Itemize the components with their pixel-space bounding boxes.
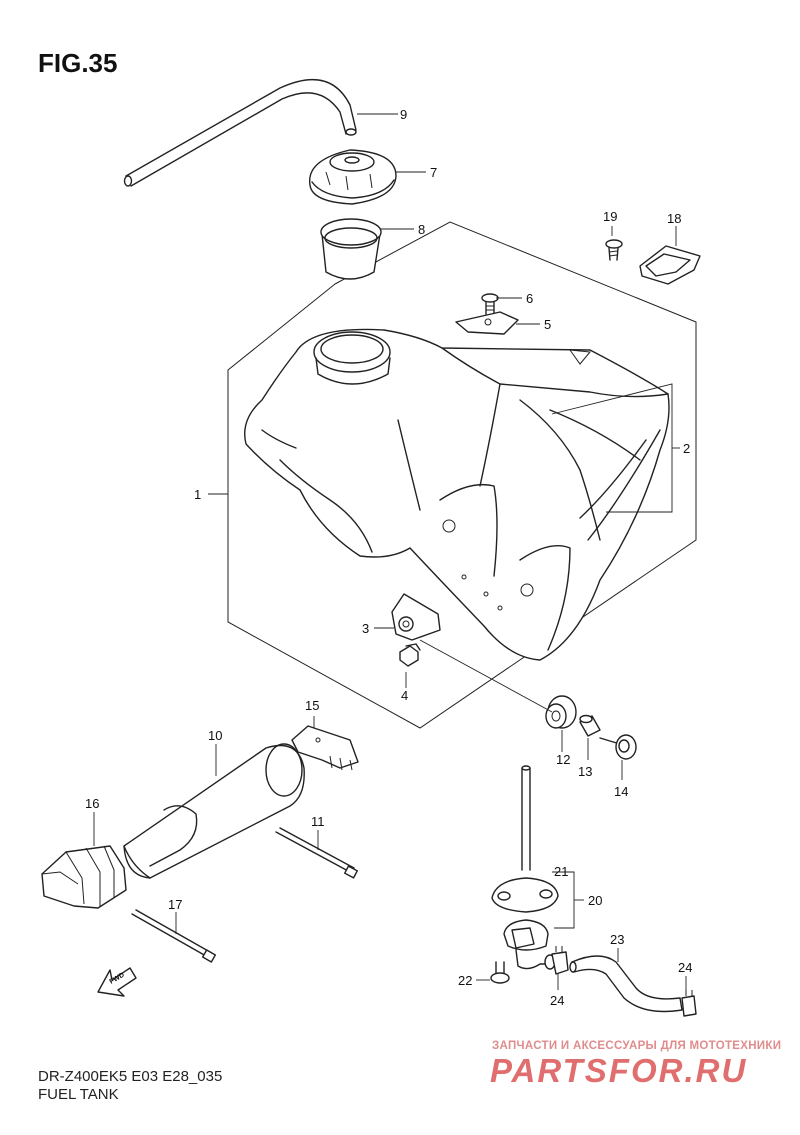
callout-24-left: 24 xyxy=(550,993,564,1008)
callout-23: 23 xyxy=(610,932,624,947)
part-8-filler-ring xyxy=(320,218,382,280)
callout-19: 19 xyxy=(603,209,617,224)
callout-11: 11 xyxy=(311,814,325,829)
part-24-hose-clamp-b xyxy=(681,990,697,1017)
part-17-cable-tie xyxy=(131,909,217,963)
callout-8: 8 xyxy=(418,222,425,237)
callout-10: 10 xyxy=(208,728,222,743)
part-1-fuel-tank xyxy=(244,328,670,661)
callout-4: 4 xyxy=(401,688,408,703)
callout-22: 22 xyxy=(458,973,472,988)
watermark-logo: PARTSFOR.RU xyxy=(490,1052,748,1089)
figure-title: FIG.35 xyxy=(38,48,118,78)
callout-6: 6 xyxy=(526,291,533,306)
part-16-damper xyxy=(41,845,127,909)
part-3-mounting-bracket xyxy=(391,593,441,641)
part-11-cable-tie xyxy=(275,827,358,879)
leader-lines xyxy=(93,113,687,990)
part-20-fuel-valve xyxy=(491,765,559,970)
part-14-bolt-washer xyxy=(599,734,637,760)
callout-5: 5 xyxy=(544,317,551,332)
part-9-breather-hose xyxy=(123,78,357,187)
callout-1: 1 xyxy=(194,487,201,502)
callout-18: 18 xyxy=(667,211,681,226)
part-4-bolt xyxy=(399,643,421,667)
callout-7: 7 xyxy=(430,165,437,180)
part-10-heat-cover xyxy=(123,743,305,879)
model-code: DR-Z400EK5 E03 E28_035 xyxy=(38,1068,223,1085)
callout-17: 17 xyxy=(168,897,182,912)
part-19-screw xyxy=(605,239,623,261)
callout-numbers: 9 7 8 19 18 6 5 1 2 3 4 12 13 14 15 10 1… xyxy=(85,107,692,1008)
callout-15: 15 xyxy=(305,698,319,713)
part-23-fuel-hose xyxy=(569,955,683,1013)
part-7-fuel-cap xyxy=(309,149,397,205)
callout-24-right: 24 xyxy=(678,960,692,975)
callout-20: 20 xyxy=(588,893,602,908)
callout-13: 13 xyxy=(578,764,592,779)
callout-21: 21 xyxy=(554,864,568,879)
callout-9: 9 xyxy=(400,107,407,122)
callout-12: 12 xyxy=(556,752,570,767)
callout-2: 2 xyxy=(683,441,690,456)
part-24-hose-clamp-a xyxy=(551,946,569,975)
part-15-clip xyxy=(291,725,359,771)
callout-16: 16 xyxy=(85,796,99,811)
part-22-screw xyxy=(490,961,510,984)
watermark-subtitle: ЗАПЧАСТИ И АКСЕССУАРЫ ДЛЯ МОТОТЕХНИКИ xyxy=(492,1040,782,1052)
section-name: FUEL TANK xyxy=(38,1086,119,1103)
callout-3: 3 xyxy=(362,621,369,636)
callout-14: 14 xyxy=(614,784,628,799)
part-6-bolt xyxy=(481,293,499,315)
part-5-bracket xyxy=(455,311,519,335)
part-13-collar xyxy=(579,714,601,737)
forward-arrow-icon: FWD xyxy=(97,967,137,997)
part-18-strap-clip xyxy=(639,245,701,285)
part-12-grommet xyxy=(545,695,577,729)
